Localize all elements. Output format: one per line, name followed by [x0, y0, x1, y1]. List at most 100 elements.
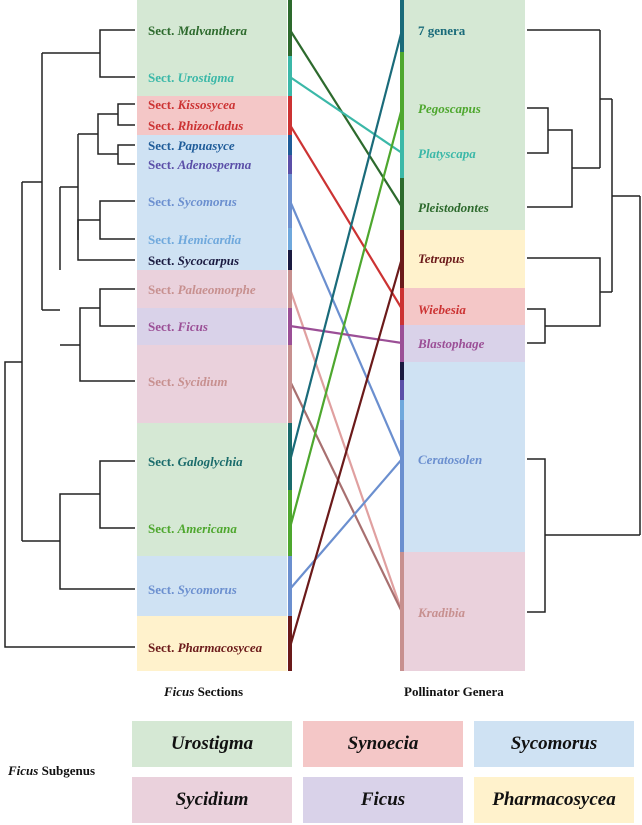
section-label: Sect. Adenosperma — [148, 157, 252, 172]
tree-branch — [527, 458, 546, 613]
pollinator-color-bar — [400, 130, 404, 178]
section-prefix: Sect. — [148, 118, 178, 133]
section-label: Sect. Galoglychia — [148, 454, 243, 469]
legend-title: Ficus Subgenus — [8, 763, 95, 779]
pollinator-bar-segment — [400, 380, 404, 400]
section-name: Malvanthera — [177, 23, 248, 38]
section-color-bar — [288, 56, 292, 96]
section-band — [137, 0, 287, 56]
pollinator-label: Platyscapa — [418, 146, 476, 161]
section-label: Sect. Hemicardia — [148, 232, 242, 247]
section-name: Palaeomorphe — [178, 282, 256, 297]
section-prefix: Sect. — [148, 454, 178, 469]
pollinator-color-bar — [400, 552, 404, 671]
section-prefix: Sect. — [148, 640, 178, 655]
pollinators-column-label: Pollinator Genera — [404, 684, 504, 699]
section-name: Kissosycea — [177, 97, 236, 112]
section-band — [137, 96, 287, 114]
section-label: Sect. Urostigma — [148, 70, 234, 85]
pollinator-color-bar — [400, 288, 404, 325]
section-bands — [137, 0, 287, 671]
section-band — [137, 250, 287, 270]
legend-item-urostigma: Urostigma — [132, 721, 292, 767]
section-band — [137, 345, 287, 423]
association-link — [289, 458, 403, 590]
tree-branch — [99, 460, 135, 529]
pollinator-label: Pegoscapus — [418, 101, 481, 116]
pollinator-label: Wiebesia — [418, 302, 466, 317]
section-color-bar — [288, 155, 292, 174]
section-prefix: Sect. — [148, 319, 178, 334]
tree-branch — [117, 144, 135, 165]
pollinator-band — [402, 288, 525, 325]
section-label: Sect. Sycomorus — [148, 194, 237, 209]
legend-item-pharmacosycea: Pharmacosycea — [474, 777, 634, 823]
section-prefix: Sect. — [148, 374, 178, 389]
section-band — [137, 616, 287, 671]
section-color-bar — [288, 96, 292, 114]
tree-branch — [527, 308, 546, 344]
tree-branch — [527, 257, 601, 327]
section-label: Sect. Americana — [148, 521, 237, 536]
legend-item-sycomorus: Sycomorus — [474, 721, 634, 767]
section-band — [137, 423, 287, 490]
pollinator-color-bar — [400, 362, 404, 552]
section-color-bar — [288, 345, 292, 423]
association-link — [288, 107, 404, 529]
legend-item-synoecia: Synoecia — [303, 721, 463, 767]
tree-branch — [59, 493, 135, 590]
section-label: Sect. Papuasyce — [148, 138, 235, 153]
pollinator-band — [402, 325, 525, 362]
legend-title-rest: Subgenus — [38, 763, 96, 778]
section-prefix: Sect. — [148, 23, 178, 38]
section-name: Galoglychia — [178, 454, 243, 469]
pollinator-band — [402, 552, 525, 671]
legend-title-italic: Ficus — [8, 763, 39, 778]
association-link — [288, 29, 404, 462]
section-prefix: Sect. — [148, 157, 178, 172]
pollinator-band — [402, 230, 525, 288]
section-color-bar — [288, 270, 292, 308]
section-band — [137, 308, 287, 345]
section-label: Sect. Sycomorus — [148, 582, 237, 597]
association-link — [289, 380, 403, 613]
pollinator-label: Tetrapus — [418, 251, 464, 266]
legend-text: Synoecia — [347, 733, 419, 754]
pollinator-label: Blastophage — [417, 336, 485, 351]
section-band — [137, 114, 287, 135]
section-prefix: Sect. — [148, 194, 178, 209]
association-link — [289, 76, 403, 154]
legend-text: Sycidium — [175, 789, 249, 810]
section-band — [137, 155, 287, 174]
section-color-bar — [288, 250, 292, 270]
section-prefix: Sect. — [148, 138, 178, 153]
section-color-bar — [288, 174, 292, 228]
pollinator-band — [402, 52, 525, 130]
section-color-bar — [288, 490, 292, 556]
section-prefix: Sect. — [148, 232, 178, 247]
section-name: Rhizocladus — [177, 118, 244, 133]
sections-label-italic: Ficus — [164, 684, 195, 699]
section-prefix: Sect. — [148, 70, 178, 85]
pollinator-band — [402, 178, 525, 230]
legend-text: Urostigma — [170, 733, 254, 754]
section-name: Americana — [177, 521, 238, 536]
section-name: Sycocarpus — [178, 253, 239, 268]
association-link — [289, 124, 403, 310]
pollinator-label: 7 genera — [418, 23, 466, 38]
section-color-bar — [288, 308, 292, 345]
section-name: Ficus — [177, 319, 208, 334]
section-color-bar — [288, 135, 292, 155]
section-label: Sect. Kissosycea — [148, 97, 236, 112]
association-link — [289, 29, 403, 208]
pollinator-tree — [527, 29, 641, 613]
tree-branch — [99, 29, 135, 78]
section-color-bar — [288, 616, 292, 671]
section-color-bar — [288, 0, 292, 56]
tree-branch — [99, 288, 135, 327]
pollinator-label: Pleistodontes — [418, 200, 489, 215]
pollinator-labels: 7 generaPegoscapusPlatyscapaPleistodonte… — [417, 23, 489, 620]
pollinator-band — [402, 130, 525, 178]
